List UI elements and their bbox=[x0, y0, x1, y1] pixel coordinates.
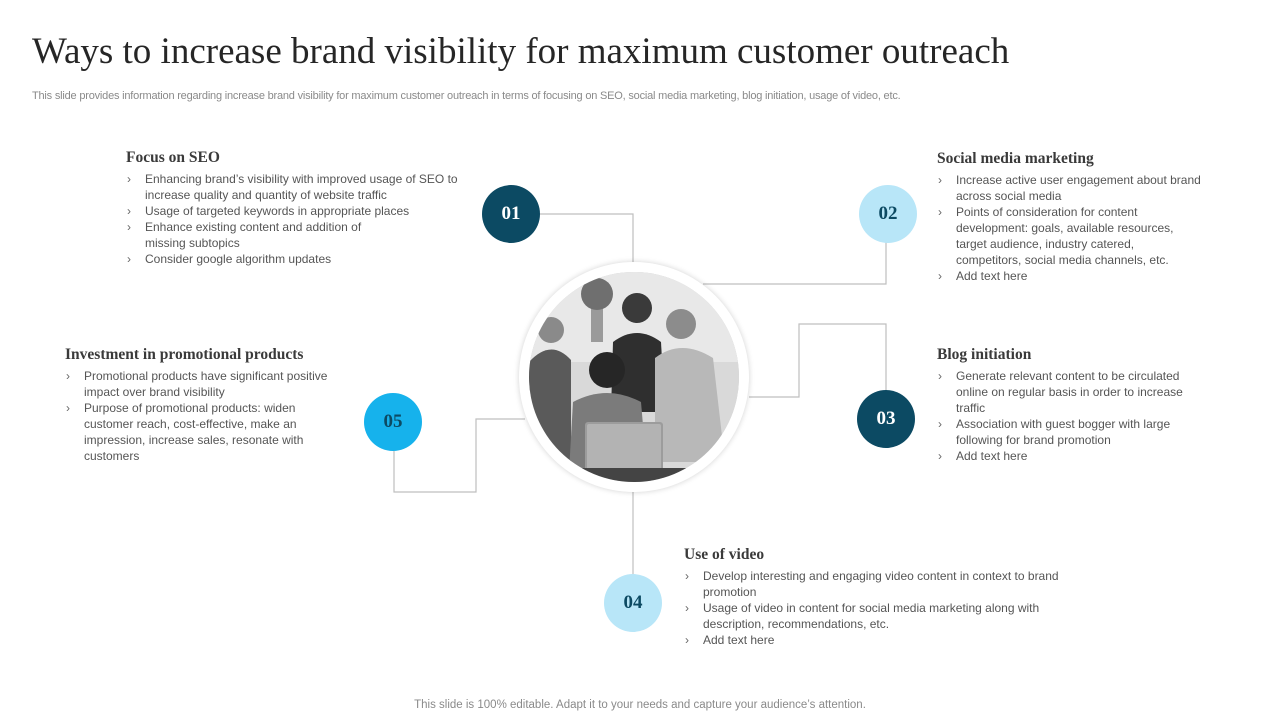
bullet-list: Increase active user engagement about br… bbox=[937, 172, 1202, 284]
team-meeting-icon bbox=[529, 272, 739, 482]
slide-title: Ways to increase brand visibility for ma… bbox=[32, 31, 1010, 72]
bullet-item: Usage of targeted keywords in appropriat… bbox=[126, 203, 466, 219]
bullet-item: Add text here bbox=[937, 448, 1202, 464]
bullet-item: Increase active user engagement about br… bbox=[937, 172, 1202, 204]
bullet-item: Generate relevant content to be circulat… bbox=[937, 368, 1202, 416]
bullet-item: Usage of video in content for social med… bbox=[684, 600, 1064, 632]
step-heading: Social media marketing bbox=[937, 150, 1094, 167]
team-meeting-photo bbox=[529, 272, 739, 482]
connector-03 bbox=[749, 323, 887, 398]
connector-02 bbox=[703, 242, 887, 285]
bullet-item: Promotional products have significant po… bbox=[65, 368, 352, 400]
step-number-04: 04 bbox=[604, 574, 662, 632]
step-block-video: Use of video Develop interesting and eng… bbox=[684, 546, 1064, 648]
step-heading: Focus on SEO bbox=[126, 149, 220, 166]
slide-subtitle: This slide provides information regardin… bbox=[32, 90, 901, 102]
bullet-item: Association with guest bogger with large… bbox=[937, 416, 1202, 448]
bullet-list: Generate relevant content to be circulat… bbox=[937, 368, 1202, 464]
bullet-item: Purpose of promotional products: widen c… bbox=[65, 400, 329, 464]
step-block-social-media: Social media marketing Increase active u… bbox=[937, 150, 1202, 284]
step-heading: Investment in promotional products bbox=[65, 346, 304, 363]
step-number-05: 05 bbox=[364, 393, 422, 451]
step-block-promotional: Investment in promotional products Promo… bbox=[65, 346, 365, 464]
step-block-seo: Focus on SEO Enhancing brand’s visibilit… bbox=[126, 149, 466, 267]
bullet-item: Develop interesting and engaging video c… bbox=[684, 568, 1064, 600]
bullet-list: Develop interesting and engaging video c… bbox=[684, 568, 1064, 648]
bullet-list: Promotional products have significant po… bbox=[65, 368, 365, 464]
step-number-02: 02 bbox=[859, 185, 917, 243]
bullet-item: Add text here bbox=[684, 632, 1064, 648]
step-number-03: 03 bbox=[857, 390, 915, 448]
connector-01 bbox=[540, 213, 634, 266]
step-heading: Blog initiation bbox=[937, 346, 1032, 363]
connector-05 bbox=[393, 418, 525, 493]
bullet-item: Add text here bbox=[937, 268, 1202, 284]
step-number-01: 01 bbox=[482, 185, 540, 243]
bullet-item: Points of consideration for content deve… bbox=[937, 204, 1202, 268]
step-block-blog: Blog initiation Generate relevant conten… bbox=[937, 346, 1202, 464]
step-heading: Use of video bbox=[684, 546, 765, 563]
bullet-list: Enhancing brand’s visibility with improv… bbox=[126, 171, 466, 267]
footer-note: This slide is 100% editable. Adapt it to… bbox=[414, 699, 866, 711]
bullet-item: Consider google algorithm updates bbox=[126, 251, 466, 267]
bullet-item: Enhance existing content and addition of… bbox=[126, 219, 395, 251]
bullet-item: Enhancing brand’s visibility with improv… bbox=[126, 171, 466, 203]
